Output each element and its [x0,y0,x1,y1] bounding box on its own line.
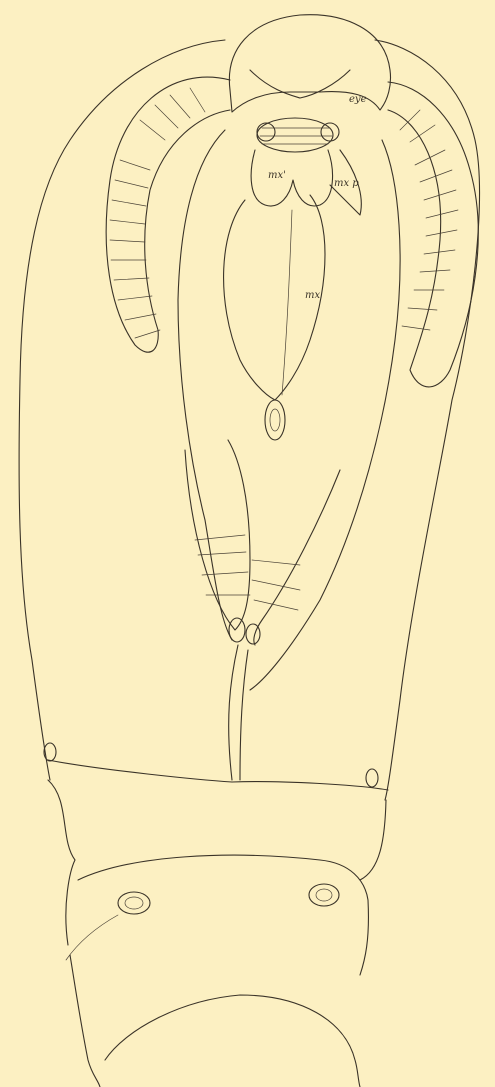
central-groove [229,645,248,780]
right-spiracle [366,769,378,787]
left-palp-tip [257,123,275,141]
right-abdominal-spiracle [309,884,339,906]
abdominal-segment [78,855,368,975]
body-outline [19,40,479,800]
left-spiracle [44,743,56,761]
left-leg-end [229,618,245,642]
right-palp-tip [321,123,339,141]
right-leg-end [246,624,260,644]
right-leg-bands [252,560,300,610]
label-mx-p: mx p [334,178,359,189]
right-leg-tip [254,470,340,645]
label-eye: eye [349,94,367,105]
left-leg-tip [185,440,250,630]
left-abdominal-spiracle [118,892,150,914]
left-leg-sheath-outer [178,130,232,640]
head-frons [250,70,350,98]
left-leg-bands [195,535,250,595]
label-mx: mx [305,290,320,301]
abdomen-segment-line [48,760,388,790]
terminal-segment [70,955,360,1087]
label-mx-prime: mx' [268,170,286,181]
right-leg-sheath-outer [250,140,400,690]
central-oval [265,400,285,440]
antenna-striations [110,88,458,338]
maxilla-midline [282,210,292,395]
mx-prime-lobes [251,150,332,206]
